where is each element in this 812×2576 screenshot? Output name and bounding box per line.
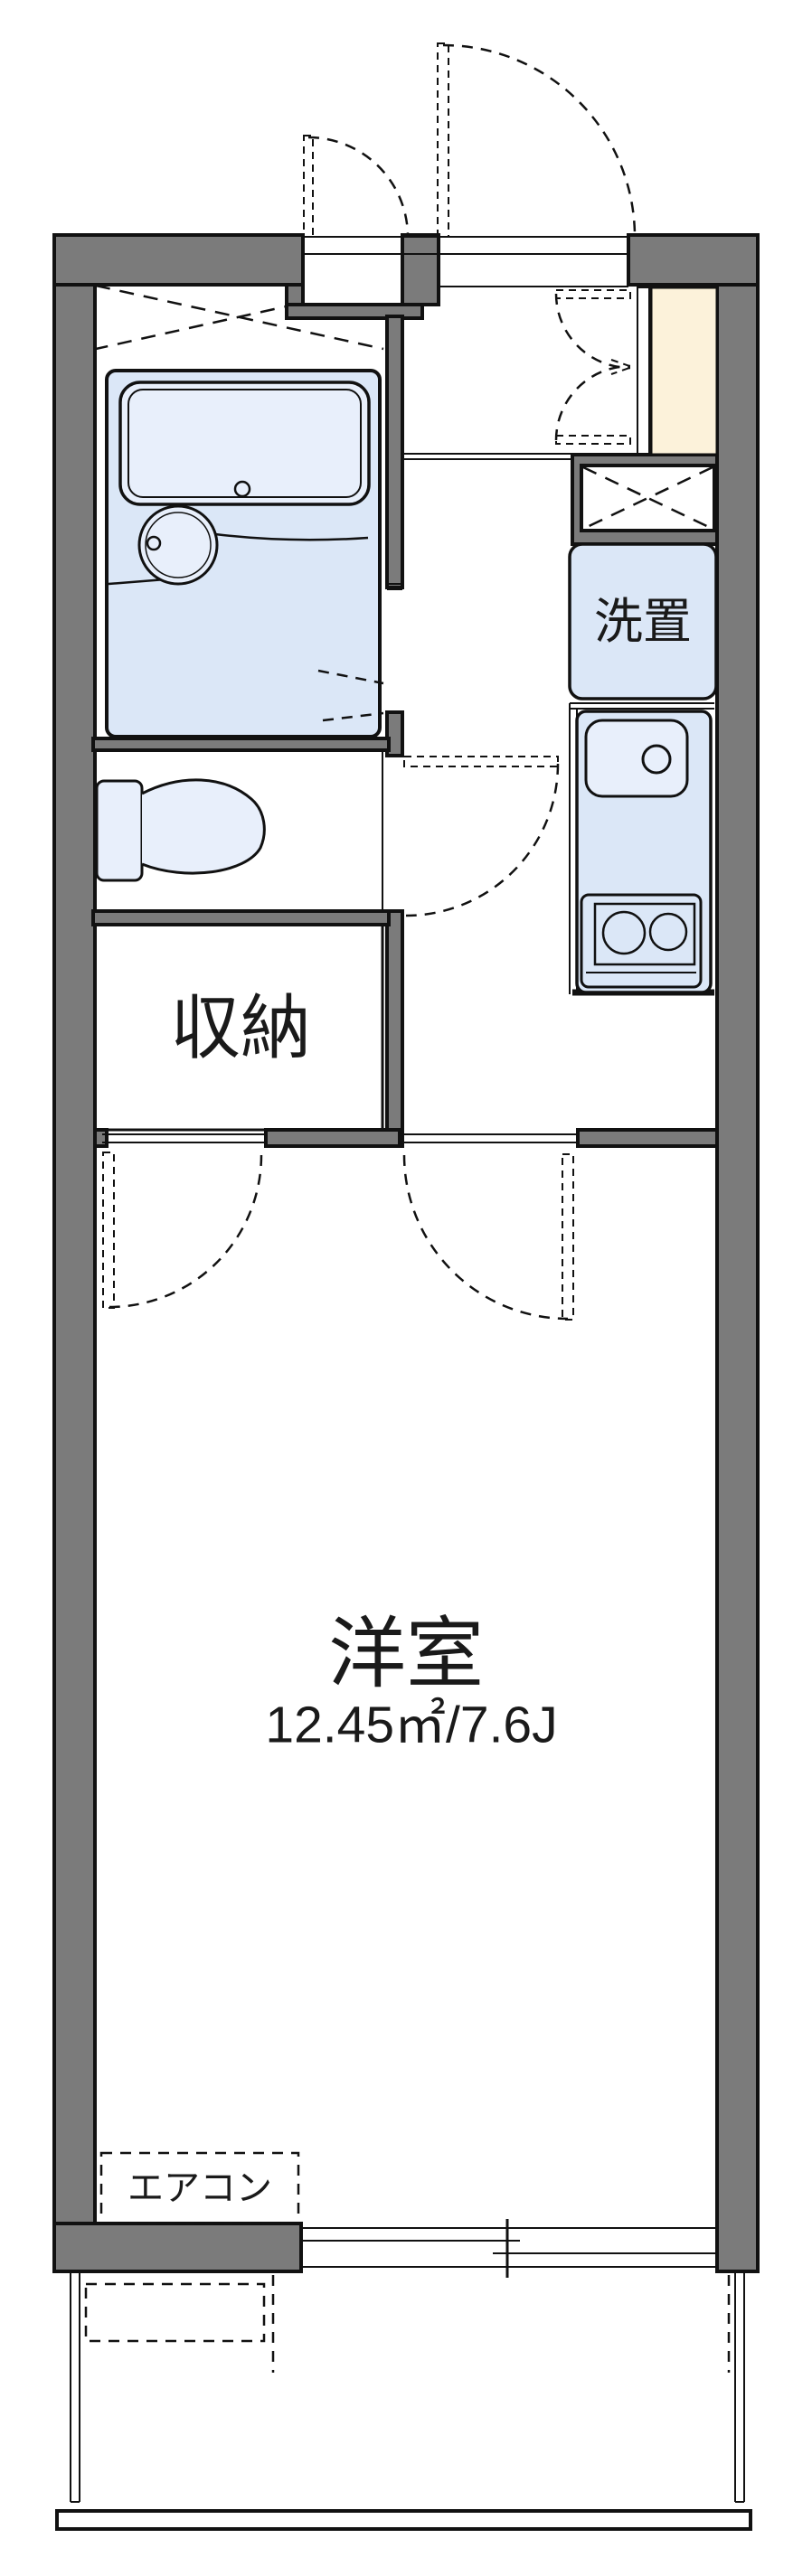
main-room-label: 洋室 (328, 1611, 484, 1697)
wash-basin (137, 504, 219, 586)
wall-mid-right (576, 1128, 719, 1148)
walls (52, 233, 760, 2273)
washing-machine-label: 洗置 (594, 595, 692, 649)
main-room-area-label: 12.45㎡/7.6J (265, 1696, 558, 1754)
balcony-rail (55, 2509, 752, 2531)
stove-burner-right-icon (648, 912, 688, 952)
overhead-shelf (580, 464, 716, 532)
balcony (55, 2271, 752, 2531)
toilet-door-arc (405, 763, 560, 917)
room-door-left-arc (109, 1154, 263, 1309)
kitchen-sink (584, 719, 689, 798)
toilet-bowl (141, 778, 266, 875)
wall-top-right (627, 233, 760, 287)
wall-entry-hinge-block (401, 233, 440, 306)
kitchen (575, 710, 713, 994)
room-door-right-leaf (562, 1153, 574, 1321)
door-swings (102, 42, 637, 1321)
basin-faucet-icon (146, 535, 162, 551)
wall-right (715, 233, 760, 2273)
room-door-right-arc (402, 1154, 569, 1321)
balcony-hatch (84, 2282, 266, 2343)
aircon-box (99, 2151, 300, 2225)
aircon-label: エアコン (127, 2168, 272, 2208)
wall-mid-stub (93, 1128, 109, 1148)
bathroom-unit (105, 369, 384, 738)
wall-bath-toilet (91, 737, 391, 752)
wall-bottom-left (52, 2222, 303, 2273)
room-door-left-leaf (102, 1152, 115, 1309)
meterbox-door-arc (307, 136, 410, 238)
wall-mid-left (264, 1128, 401, 1148)
toilet-door-leaf (403, 756, 559, 767)
bathtub-drain-icon (233, 480, 251, 498)
bathroom-ceiling-x-icon (95, 284, 384, 351)
sink-faucet-icon (641, 744, 672, 775)
wall-storage-hall (385, 909, 404, 1148)
bathtub (118, 381, 371, 506)
stove-burner-left-icon (601, 910, 647, 955)
entrance-door-leaf (437, 42, 449, 238)
entrance-door-arc (442, 43, 637, 238)
toilet-tank (95, 779, 144, 882)
wall-left (52, 233, 97, 2273)
vanity-counter-line (214, 532, 369, 541)
meterbox-door-leaf (303, 135, 314, 238)
wall-bathroom-hall (385, 315, 404, 589)
toilet (95, 778, 266, 882)
sliding-window (301, 2219, 717, 2278)
washer-space-box (568, 542, 718, 700)
wall-toilet-storage (91, 909, 391, 926)
shoe-cabinet (554, 286, 719, 456)
stove-top (593, 902, 696, 966)
wall-top-left (52, 233, 305, 287)
storage-label: 収納 (169, 988, 312, 1067)
